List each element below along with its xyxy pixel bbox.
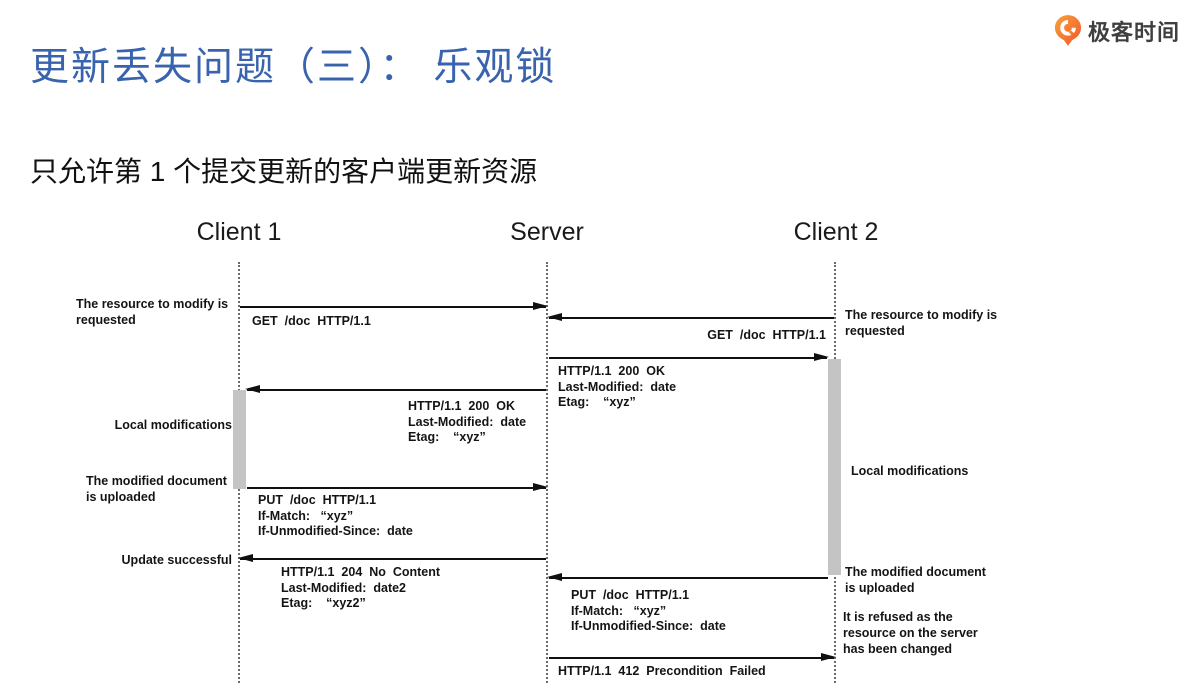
- actor-client1: Client 1: [196, 218, 282, 246]
- arrow-get1-client1-to-server: [240, 302, 548, 309]
- note-right-refused: It is refused as the resource on the ser…: [843, 610, 978, 656]
- arrow-put2-client2-to-server: [547, 573, 828, 580]
- arrow-412-server-to-client2: [549, 653, 836, 660]
- message-put2: PUT /doc HTTP/1.1 If-Match: “xyz” If-Unm…: [571, 588, 726, 634]
- note-left-modified-uploaded: The modified document is uploaded: [86, 474, 227, 504]
- actor-server: Server: [510, 218, 584, 246]
- message-get1: GET /doc HTTP/1.1: [252, 314, 371, 328]
- arrow-200ok-server-to-client1: [245, 385, 546, 392]
- message-200ok-to-client2: HTTP/1.1 200 OK Last-Modified: date Etag…: [558, 364, 677, 410]
- note-left-local-modifications: Local modifications: [114, 418, 232, 432]
- note-right-resource-requested: The resource to modify is requested: [845, 308, 998, 338]
- lifeline-server: [546, 262, 548, 683]
- note-right-local-modifications: Local modifications: [851, 464, 969, 478]
- note-right-modified-uploaded: The modified document is uploaded: [845, 565, 986, 595]
- activation-bar-client2: [828, 359, 841, 575]
- arrow-200ok-server-to-client2: [549, 353, 829, 360]
- note-left-update-successful: Update successful: [121, 553, 232, 567]
- note-left-resource-requested: The resource to modify is requested: [76, 297, 229, 327]
- message-200ok-to-client1: HTTP/1.1 200 OK Last-Modified: date Etag…: [408, 399, 527, 445]
- arrow-get2-client2-to-server: [547, 313, 834, 320]
- geektime-pin-icon: [1054, 15, 1082, 46]
- actor-client2: Client 2: [793, 218, 879, 246]
- message-204-no-content: HTTP/1.1 204 No Content Last-Modified: d…: [281, 565, 441, 611]
- activation-bar-client1: [233, 390, 246, 489]
- subtitle: 只允许第 1 个提交更新的客户端更新资源: [30, 156, 538, 187]
- message-put1: PUT /doc HTTP/1.1 If-Match: “xyz” If-Unm…: [258, 493, 413, 539]
- geektime-logo-text: 极客时间: [1087, 19, 1180, 45]
- page-title: 更新丢失问题（三）： 乐观锁: [30, 46, 557, 89]
- arrow-204-server-to-client1: [238, 554, 546, 561]
- arrow-put1-client1-to-server: [247, 483, 548, 490]
- message-get2: GET /doc HTTP/1.1: [707, 328, 826, 342]
- geektime-logo: 极客时间: [1054, 14, 1180, 47]
- message-412-precondition-failed: HTTP/1.1 412 Precondition Failed: [558, 664, 766, 678]
